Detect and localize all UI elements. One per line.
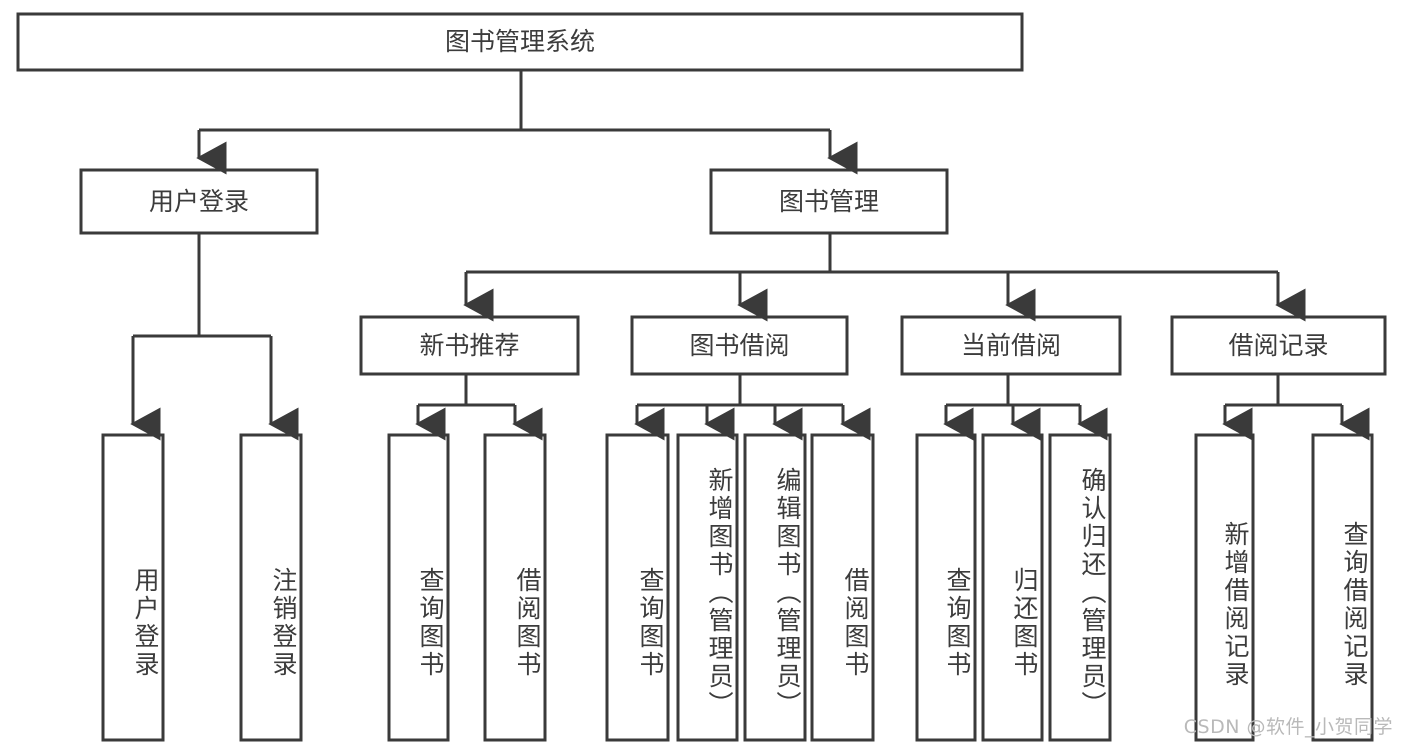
box-book-manage[interactable] xyxy=(709,168,949,235)
box-current-borrow[interactable] xyxy=(900,315,1122,376)
node-boxes-group xyxy=(16,12,1387,742)
box-leaf-confirm-return-admin[interactable] xyxy=(1048,433,1112,742)
connectors-root-to-level2 xyxy=(196,70,858,175)
box-root[interactable] xyxy=(16,12,1024,72)
connectors-currentborrow-to-leaves xyxy=(943,374,1108,441)
connectors-userlogin-to-leaves xyxy=(130,233,299,441)
box-leaf-add-borrow-record[interactable] xyxy=(1194,433,1255,742)
box-leaf-borrow-book-borrow[interactable] xyxy=(810,433,875,742)
connectors-borrowrecord-to-leaves xyxy=(1222,374,1370,441)
box-leaf-query-book-borrow[interactable] xyxy=(605,433,670,742)
box-leaf-add-book-admin[interactable] xyxy=(676,433,739,742)
connectors-bookmanage-to-level3 xyxy=(463,233,1306,322)
box-user-login[interactable] xyxy=(79,168,319,235)
box-leaf-logout-login[interactable] xyxy=(239,433,303,742)
box-leaf-return-book[interactable] xyxy=(981,433,1044,742)
box-leaf-user-login[interactable] xyxy=(101,433,165,742)
box-leaf-edit-book-admin[interactable] xyxy=(743,433,807,742)
connectors-newbook-to-leaves xyxy=(415,374,543,441)
box-book-borrow[interactable] xyxy=(630,315,849,376)
box-borrow-record[interactable] xyxy=(1170,315,1387,376)
box-leaf-query-borrow-record[interactable] xyxy=(1311,433,1374,742)
box-leaf-query-book-recommend[interactable] xyxy=(387,433,450,742)
box-leaf-borrow-book-recommend[interactable] xyxy=(483,433,547,742)
connectors-bookborrow-to-leaves xyxy=(634,374,871,441)
box-leaf-query-book-current[interactable] xyxy=(915,433,977,742)
box-new-book-recommend[interactable] xyxy=(359,315,580,376)
